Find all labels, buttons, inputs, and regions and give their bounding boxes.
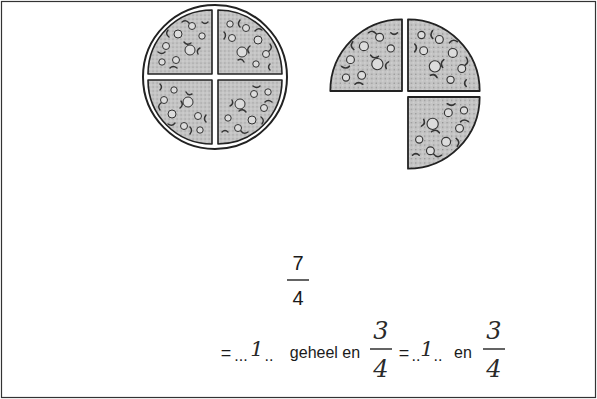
numerator: 7 [292, 253, 303, 273]
fraction-bar [287, 279, 309, 280]
handwritten-answer: 1 [420, 339, 433, 360]
equals-sign: = [221, 344, 232, 362]
word-label: geheel en [290, 345, 360, 361]
pizza-slice [148, 10, 212, 74]
handwritten-answer: 1 [250, 339, 263, 360]
handwritten-denominator: 4 [373, 357, 388, 381]
handwritten-numerator: 3 [486, 319, 501, 343]
pizza-slice [218, 80, 282, 144]
fraction-bar [370, 348, 392, 349]
answer-dots: ... [234, 348, 247, 364]
equals-sign: = [399, 344, 410, 362]
pizza-slice [218, 10, 282, 74]
word-label: en [454, 345, 472, 361]
denominator: 4 [292, 288, 303, 308]
fraction-bar [483, 348, 505, 349]
answer-dots: .. [434, 348, 443, 364]
handwritten-denominator: 4 [486, 357, 501, 381]
handwritten-numerator: 3 [373, 319, 388, 343]
answer-dots: .. [265, 348, 274, 364]
answer-dots: .. [412, 348, 421, 364]
pizza-slice [148, 80, 212, 144]
pizza-slice [408, 19, 480, 91]
pizza-slice [330, 19, 402, 91]
plate [143, 5, 287, 149]
pizza-slice [408, 97, 480, 169]
